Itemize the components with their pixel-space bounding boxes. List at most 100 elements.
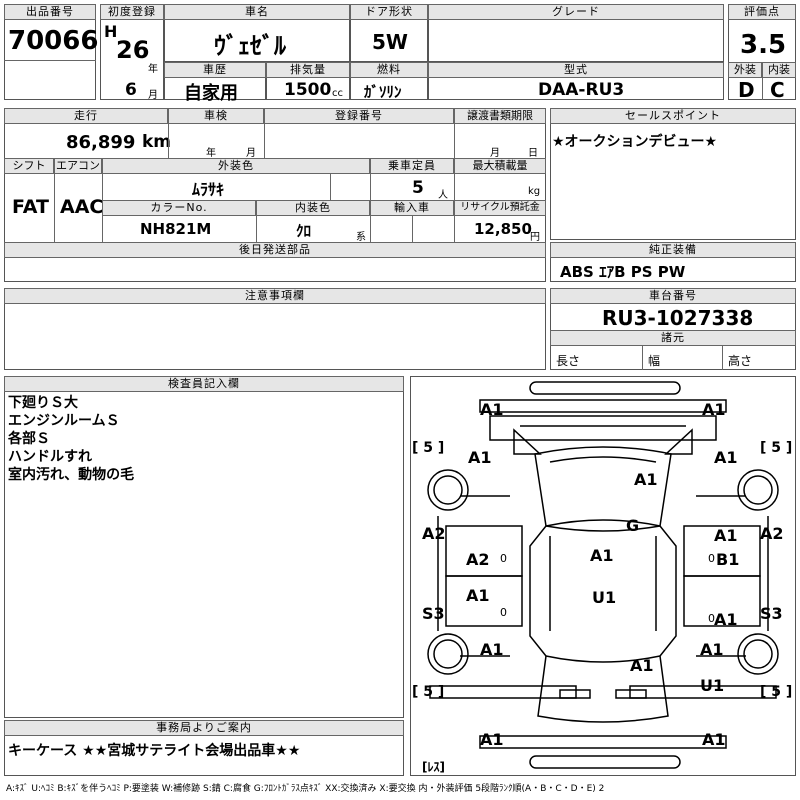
inspector-label: 検査員記入欄 [4, 376, 404, 392]
km-unit: km [142, 132, 172, 152]
ext-label: 外装 [728, 62, 762, 78]
damage-mark: A1 [634, 470, 658, 489]
era: H [104, 22, 118, 41]
specs-label: 諸元 [550, 330, 796, 346]
lot-number: 70066 [8, 26, 99, 56]
person-unit: 人 [438, 190, 448, 201]
inspector-line: ハンドルすれ [8, 449, 92, 465]
model-label: 車名 [164, 4, 350, 20]
later-parts-label: 後日発送部品 [4, 242, 546, 258]
damage-mark: A1 [714, 448, 738, 467]
damage-mark: A2 [466, 550, 490, 569]
exterior-color-value: ﾑﾗｻｷ [192, 180, 225, 199]
damage-mark: A1 [480, 640, 504, 659]
sales-text: ★オークションデビュー★ [552, 134, 718, 150]
equipment-text: ABS ｴｱB PS PW [560, 263, 686, 281]
car-diagram [427, 381, 779, 769]
model-name: ｳﾞｪｾﾞﾙ [214, 32, 286, 60]
damage-mark: A1 [590, 546, 614, 565]
exterior-color-label: 外装色 [102, 158, 370, 174]
sales-box [550, 108, 796, 240]
lot-label: 出品番号 [4, 4, 96, 20]
damage-mark: A1 [468, 448, 492, 467]
color-no-label: カラーNo. [102, 200, 256, 216]
tire-rear-left: [ 5 ] [412, 684, 445, 700]
yen-unit: 円 [530, 232, 540, 243]
damage-mark: A1 [480, 730, 504, 749]
interior-color-value: ｸﾛ [296, 222, 312, 240]
capacity-label: 乗車定員 [370, 158, 454, 174]
legend: A:ｷｽﾞ U:ﾍｺﾐ B:ｷｽﾞを伴うﾍｺﾐ P:要塗装 W:補修跡 S:錆 … [6, 784, 605, 794]
recycle-value: 12,850 [474, 220, 532, 238]
spec-length: 長さ [556, 354, 581, 368]
zero-mark: 0 [500, 552, 507, 565]
inspector-line: 室内汚れ、動物の毛 [8, 467, 135, 483]
reg-year: 26 [116, 36, 150, 64]
damage-mark: A1 [466, 586, 490, 605]
damage-mark: S3 [422, 604, 445, 623]
damage-mark: A1 [702, 730, 726, 749]
damage-mark: A1 [702, 400, 726, 419]
interior-color-label: 内装色 [256, 200, 370, 216]
kg-unit: kg [528, 186, 541, 197]
damage-mark: U1 [700, 676, 725, 695]
transfer-day: 日 [528, 148, 538, 159]
grade-label: グレード [428, 4, 724, 20]
inspector-line: 下廻りＳ大 [8, 395, 78, 411]
notes-label: 注意事項欄 [4, 288, 546, 304]
fuel-label: 燃料 [350, 62, 428, 78]
history-value: 自家用 [184, 83, 238, 104]
inspection-label: 車検 [168, 108, 264, 124]
door-label: ドア形状 [350, 4, 428, 20]
kei-unit: 系 [356, 232, 366, 243]
int-label: 内装 [762, 62, 796, 78]
door-type: 5W [372, 30, 408, 54]
zero-mark: 0 [708, 612, 715, 625]
history-label: 車歴 [164, 62, 266, 78]
tire-rear-right: [ 5 ] [760, 684, 793, 700]
inspector-line: 各部Ｓ [8, 431, 50, 447]
year-unit: 年 [148, 64, 158, 75]
damage-mark: A1 [630, 656, 654, 675]
type-label: 型式 [428, 62, 724, 78]
zero-mark: 0 [708, 552, 715, 565]
inspector-line: エンジンルームＳ [8, 413, 120, 429]
int-grade: C [770, 78, 785, 102]
damage-mark: A1 [714, 610, 738, 629]
damage-mark: A1 [480, 400, 504, 419]
damage-mark: A1 [700, 640, 724, 659]
score-label: 評価点 [728, 4, 796, 20]
ac-value: AAC [60, 196, 104, 218]
damage-mark: A1 [714, 526, 738, 545]
insp-year-unit: 年 [206, 148, 216, 159]
recycle-label: リサイクル預託金 [454, 200, 546, 216]
shift-value: FAT [12, 196, 49, 218]
sales-label: セールスポイント [550, 108, 796, 124]
reg-number-label: 登録番号 [264, 108, 454, 124]
transfer-month: 月 [490, 148, 500, 159]
displacement-label: 排気量 [266, 62, 350, 78]
damage-mark: B1 [716, 550, 740, 569]
spec-width: 幅 [648, 354, 661, 368]
score-value: 3.5 [740, 30, 787, 60]
shift-label: シフト [4, 158, 54, 174]
damage-mark: A2 [760, 524, 784, 543]
mileage-label: 走行 [4, 108, 168, 124]
ext-grade: D [738, 78, 755, 102]
damage-mark: U1 [592, 588, 617, 607]
maxload-label: 最大積載量 [454, 158, 546, 174]
zero-mark: 0 [500, 606, 507, 619]
equipment-label: 純正装備 [550, 242, 796, 258]
spec-height: 高さ [728, 354, 753, 368]
damage-mark: S3 [760, 604, 783, 623]
damage-mark: G [626, 516, 640, 535]
transfer-label: 譲渡書類期限 [454, 108, 546, 124]
month-unit: 月 [148, 90, 158, 101]
tire-front-right: [ 5 ] [760, 440, 793, 456]
damage-mark: A2 [422, 524, 446, 543]
mileage-value: 86,899 [66, 132, 136, 153]
diagram-box [410, 376, 796, 776]
capacity-value: 5 [412, 178, 424, 198]
import-label: 輸入車 [370, 200, 454, 216]
office-label: 事務局よりご案内 [4, 720, 404, 736]
